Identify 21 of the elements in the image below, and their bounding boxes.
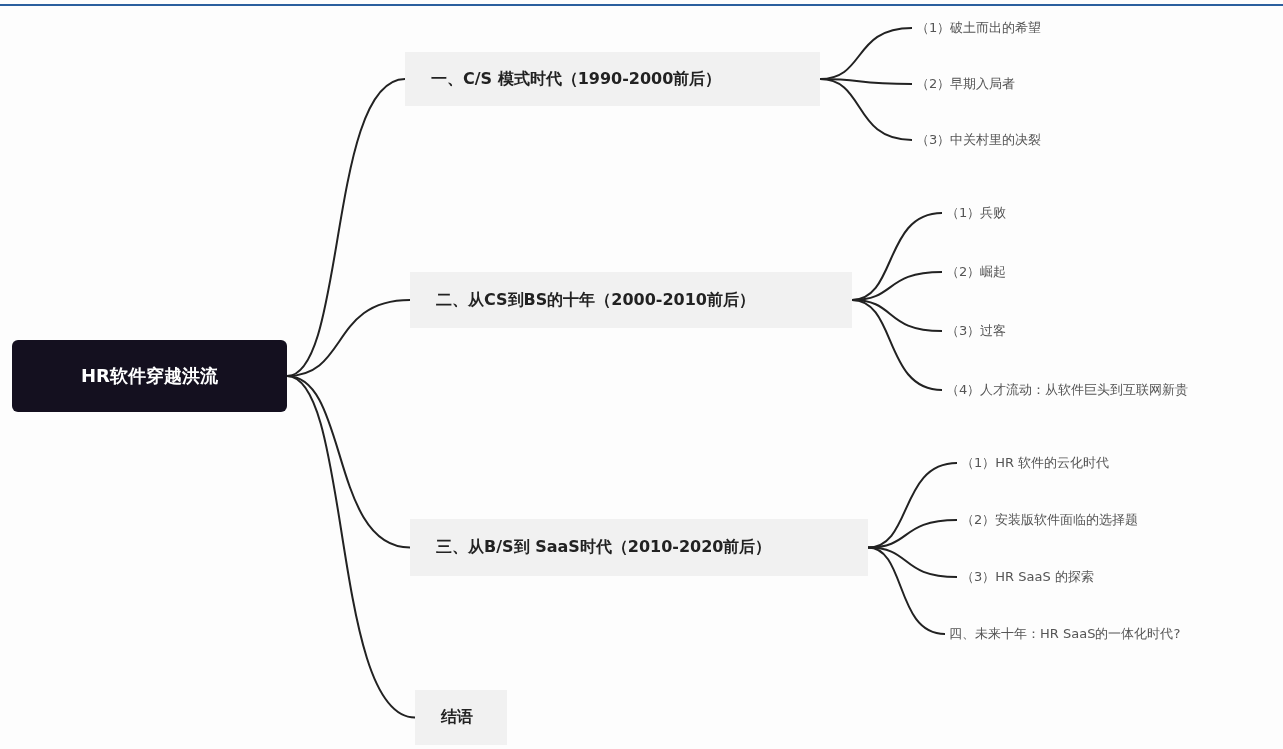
branch-line <box>867 546 946 635</box>
subtopic-text: （2）崛起 <box>942 260 1011 284</box>
branch-line <box>851 299 943 391</box>
topic-box: 三、从B/S到 SaaS时代（2010-2020前后） <box>410 519 868 576</box>
subtopic-text: （3）中关村里的决裂 <box>912 128 1046 152</box>
branch-line <box>819 78 913 141</box>
subtopic-text: （1）HR 软件的云化时代 <box>957 451 1114 475</box>
topic-box: 二、从CS到BS的十年（2000-2010前后） <box>410 272 852 328</box>
branch-line <box>867 519 958 549</box>
topic-box: 一、C/S 模式时代（1990-2000前后） <box>405 52 820 106</box>
branch-line <box>286 375 416 719</box>
topic-box: 结语 <box>415 690 507 745</box>
subtopic-text: （2）早期入局者 <box>912 72 1020 96</box>
subtopic-text: （1）破土而出的希望 <box>912 16 1046 40</box>
subtopic-text: （4）人才流动：从软件巨头到互联网新贵 <box>942 378 1193 402</box>
subtopic-text: 四、未来十年：HR SaaS的一体化时代? <box>945 622 1185 646</box>
subtopic-text: （3）过客 <box>942 319 1011 343</box>
subtopic-text: （2）安装版软件面临的选择题 <box>957 508 1143 532</box>
topic-box: HR软件穿越洪流 <box>12 340 287 412</box>
subtopic-text: （1）兵败 <box>942 201 1011 225</box>
subtopic-text: （3）HR SaaS 的探索 <box>957 565 1098 589</box>
